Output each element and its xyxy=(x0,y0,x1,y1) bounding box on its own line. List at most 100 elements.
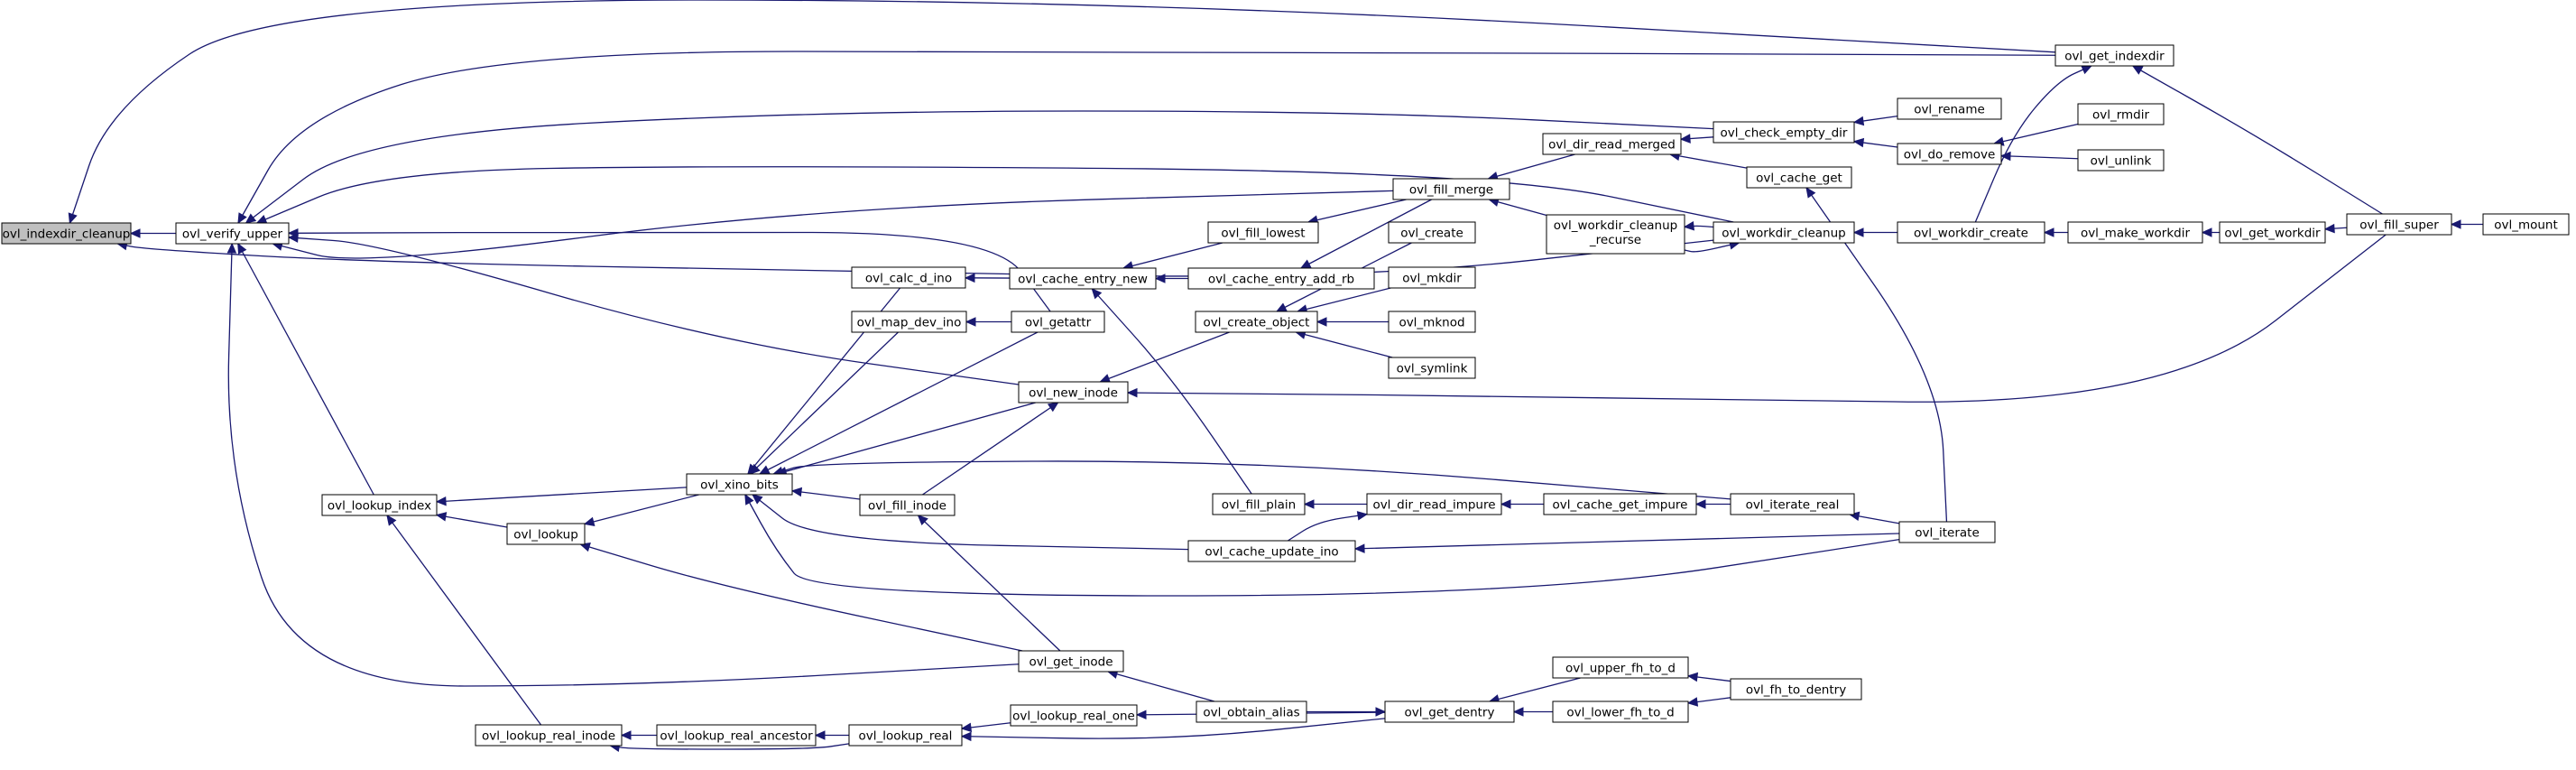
node-box[interactable] xyxy=(1187,267,1375,290)
node-ovl-check-empty-dir[interactable]: ovl_check_empty_dir xyxy=(1713,121,1855,144)
node-box[interactable] xyxy=(1746,166,1852,189)
node-box[interactable] xyxy=(1388,311,1476,333)
node-box[interactable] xyxy=(859,494,956,516)
node-box[interactable] xyxy=(1897,143,2002,165)
node-box[interactable] xyxy=(851,266,966,289)
node-ovl-indexdir-cleanup[interactable]: ovl_indexdir_cleanup xyxy=(1,222,132,245)
node-box[interactable] xyxy=(1713,121,1855,144)
node-ovl-make-workdir[interactable]: ovl_make_workdir xyxy=(2067,221,2203,244)
node-box[interactable] xyxy=(851,311,967,333)
node-box[interactable] xyxy=(1552,656,1689,679)
node-box[interactable] xyxy=(1388,266,1476,289)
node-box[interactable] xyxy=(1730,493,1855,515)
node-ovl-fill-super[interactable]: ovl_fill_super xyxy=(2346,213,2452,236)
node-box[interactable] xyxy=(656,724,817,747)
node-box[interactable] xyxy=(1011,311,1105,333)
node-box[interactable] xyxy=(1187,540,1356,562)
node-ovl-get-indexdir[interactable]: ovl_get_indexdir xyxy=(2054,44,2174,67)
node-box[interactable] xyxy=(506,523,586,545)
node-ovl-calc-d-ino[interactable]: ovl_calc_d_ino xyxy=(851,266,966,289)
node-box[interactable] xyxy=(1713,221,1855,244)
node-box[interactable] xyxy=(321,494,438,516)
node-ovl-rmdir[interactable]: ovl_rmdir xyxy=(2077,103,2165,125)
node-box[interactable] xyxy=(2077,103,2165,125)
node-box[interactable] xyxy=(1897,221,2045,244)
node-ovl-rename[interactable]: ovl_rename xyxy=(1897,97,2002,120)
node-ovl-symlink[interactable]: ovl_symlink xyxy=(1388,357,1476,379)
node-ovl-iterate-real[interactable]: ovl_iterate_real xyxy=(1730,493,1855,515)
node-ovl-get-workdir[interactable]: ovl_get_workdir xyxy=(2219,221,2326,244)
node-ovl-lower-fh-to-d[interactable]: ovl_lower_fh_to_d xyxy=(1552,700,1689,723)
node-ovl-lookup-real-ancestor[interactable]: ovl_lookup_real_ancestor xyxy=(656,724,817,747)
node-box[interactable] xyxy=(1195,311,1318,333)
node-ovl-lookup-real[interactable]: ovl_lookup_real xyxy=(848,724,963,747)
node-box[interactable] xyxy=(1207,221,1319,244)
node-ovl-fill-plain[interactable]: ovl_fill_plain xyxy=(1212,493,1306,515)
node-box[interactable] xyxy=(2077,149,2165,172)
node-box[interactable] xyxy=(1543,493,1697,515)
node-ovl-fill-lowest[interactable]: ovl_fill_lowest xyxy=(1207,221,1319,244)
node-ovl-fh-to-dentry[interactable]: ovl_fh_to_dentry xyxy=(1730,678,1862,700)
node-ovl-mount[interactable]: ovl_mount xyxy=(2482,213,2570,236)
node-box[interactable] xyxy=(1018,650,1124,673)
node-ovl-create-object[interactable]: ovl_create_object xyxy=(1195,311,1318,333)
node-box[interactable] xyxy=(1009,267,1157,290)
node-box[interactable] xyxy=(1898,521,1996,543)
node-box[interactable] xyxy=(1212,493,1306,515)
node-box[interactable] xyxy=(1897,97,2002,120)
node-box[interactable] xyxy=(1384,700,1515,723)
node-ovl-upper-fh-to-d[interactable]: ovl_upper_fh_to_d xyxy=(1552,656,1689,679)
node-ovl-cache-entry-add-rb[interactable]: ovl_cache_entry_add_rb xyxy=(1187,267,1375,290)
node-box[interactable] xyxy=(175,222,290,245)
node-ovl-map-dev-ino[interactable]: ovl_map_dev_ino xyxy=(851,311,967,333)
node-ovl-obtain-alias[interactable]: ovl_obtain_alias xyxy=(1196,700,1307,723)
node-ovl-verify-upper[interactable]: ovl_verify_upper xyxy=(175,222,290,245)
node-ovl-cache-entry-new[interactable]: ovl_cache_entry_new xyxy=(1009,267,1157,290)
node-box[interactable] xyxy=(2219,221,2326,244)
node-ovl-workdir-cleanup[interactable]: ovl_workdir_cleanup xyxy=(1713,221,1855,244)
node-box[interactable] xyxy=(2346,213,2452,236)
node-ovl-dir-read-impure[interactable]: ovl_dir_read_impure xyxy=(1366,493,1502,515)
node-ovl-mknod[interactable]: ovl_mknod xyxy=(1388,311,1476,333)
node-ovl-cache-get[interactable]: ovl_cache_get xyxy=(1746,166,1852,189)
node-ovl-do-remove[interactable]: ovl_do_remove xyxy=(1897,143,2002,165)
node-ovl-xino-bits[interactable]: ovl_xino_bits xyxy=(686,473,793,496)
node-ovl-lookup-real-inode[interactable]: ovl_lookup_real_inode xyxy=(475,724,623,747)
node-box[interactable] xyxy=(1366,493,1502,515)
node-box[interactable] xyxy=(475,724,623,747)
node-box[interactable] xyxy=(1388,221,1476,244)
node-box[interactable] xyxy=(1546,214,1685,255)
node-ovl-mkdir[interactable]: ovl_mkdir xyxy=(1388,266,1476,289)
node-ovl-workdir-cleanup-recurse[interactable]: ovl_workdir_cleanup_recurse xyxy=(1546,214,1685,255)
node-ovl-get-inode[interactable]: ovl_get_inode xyxy=(1018,650,1124,673)
node-ovl-lookup-real-one[interactable]: ovl_lookup_real_one xyxy=(1010,704,1138,727)
node-box[interactable] xyxy=(1388,357,1476,379)
node-box[interactable] xyxy=(686,473,793,496)
node-ovl-cache-get-impure[interactable]: ovl_cache_get_impure xyxy=(1543,493,1697,515)
node-ovl-create[interactable]: ovl_create xyxy=(1388,221,1476,244)
node-ovl-fill-inode[interactable]: ovl_fill_inode xyxy=(859,494,956,516)
node-ovl-cache-update-ino[interactable]: ovl_cache_update_ino xyxy=(1187,540,1356,562)
node-box[interactable] xyxy=(2054,44,2174,67)
node-ovl-workdir-create[interactable]: ovl_workdir_create xyxy=(1897,221,2045,244)
node-ovl-unlink[interactable]: ovl_unlink xyxy=(2077,149,2165,172)
node-box[interactable] xyxy=(1542,133,1682,155)
node-box[interactable] xyxy=(1018,381,1129,404)
node-ovl-lookup[interactable]: ovl_lookup xyxy=(506,523,586,545)
node-ovl-new-inode[interactable]: ovl_new_inode xyxy=(1018,381,1129,404)
node-ovl-fill-merge[interactable]: ovl_fill_merge xyxy=(1392,178,1510,200)
node-box[interactable] xyxy=(1552,700,1689,723)
node-box[interactable] xyxy=(1196,700,1307,723)
node-ovl-dir-read-merged[interactable]: ovl_dir_read_merged xyxy=(1542,133,1682,155)
node-box[interactable] xyxy=(1010,704,1138,727)
node-ovl-getattr[interactable]: ovl_getattr xyxy=(1011,311,1105,333)
node-ovl-iterate[interactable]: ovl_iterate xyxy=(1898,521,1996,543)
node-ovl-get-dentry[interactable]: ovl_get_dentry xyxy=(1384,700,1515,723)
node-box[interactable] xyxy=(2482,213,2570,236)
node-box[interactable] xyxy=(1392,178,1510,200)
node-ovl-lookup-index[interactable]: ovl_lookup_index xyxy=(321,494,438,516)
node-box[interactable] xyxy=(848,724,963,747)
node-box[interactable] xyxy=(1,222,132,245)
node-box[interactable] xyxy=(1730,678,1862,700)
node-box[interactable] xyxy=(2067,221,2203,244)
